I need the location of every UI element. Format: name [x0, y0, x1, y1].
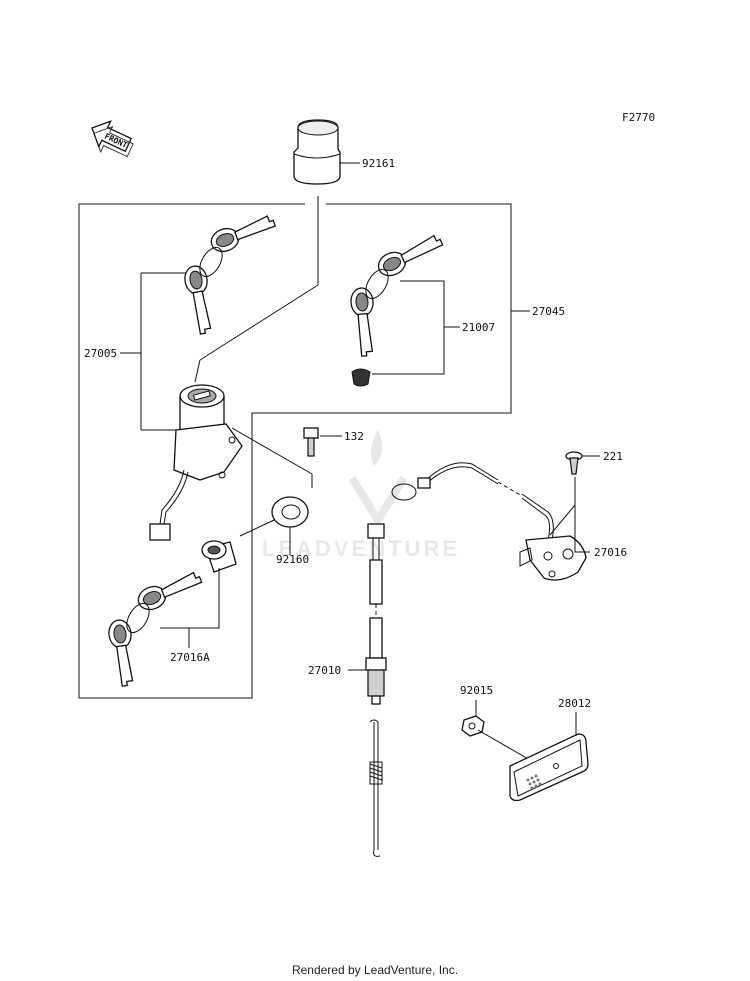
label-27010: 27010	[308, 664, 341, 677]
label-27016: 27016	[594, 546, 627, 559]
label-21007: 21007	[462, 321, 495, 334]
kit-27005-outline	[78, 203, 512, 699]
footer-credit: Rendered by LeadVenture, Inc.	[291, 963, 459, 977]
label-27045: 27045	[532, 305, 565, 318]
key-pair-21007[interactable]	[350, 231, 446, 387]
label-221: 221	[603, 450, 623, 463]
front-arrow-icon: FRONT	[91, 120, 134, 158]
lock-cylinder-27016A[interactable]	[201, 540, 237, 573]
label-132: 132	[344, 430, 364, 443]
label-92160: 92160	[276, 553, 309, 566]
seat-lock-27016[interactable]	[391, 462, 587, 581]
switch-27010[interactable]	[365, 523, 387, 705]
key-pair-top-left[interactable]	[183, 212, 278, 335]
label-92015: 92015	[460, 684, 493, 697]
ignition-switch[interactable]	[149, 384, 243, 541]
watermark-text: LEADVENTURE	[262, 536, 460, 561]
label-92161: 92161	[362, 157, 395, 170]
bolt-132[interactable]	[303, 427, 319, 457]
leadventure-watermark-logo	[348, 430, 408, 528]
nut-92015[interactable]	[461, 715, 485, 737]
label-27016A: 27016A	[170, 651, 210, 664]
label-28012: 28012	[558, 697, 591, 710]
part-92161-cover-cap[interactable]	[293, 119, 341, 185]
label-27005: 27005	[84, 347, 117, 360]
reflector-28012[interactable]	[509, 733, 589, 802]
spring-rod[interactable]	[369, 719, 383, 857]
grommet-92160[interactable]	[271, 496, 309, 528]
key-pair-27016A[interactable]	[107, 568, 204, 687]
figure-code: F2770	[622, 111, 655, 124]
screw-221[interactable]	[565, 451, 583, 475]
